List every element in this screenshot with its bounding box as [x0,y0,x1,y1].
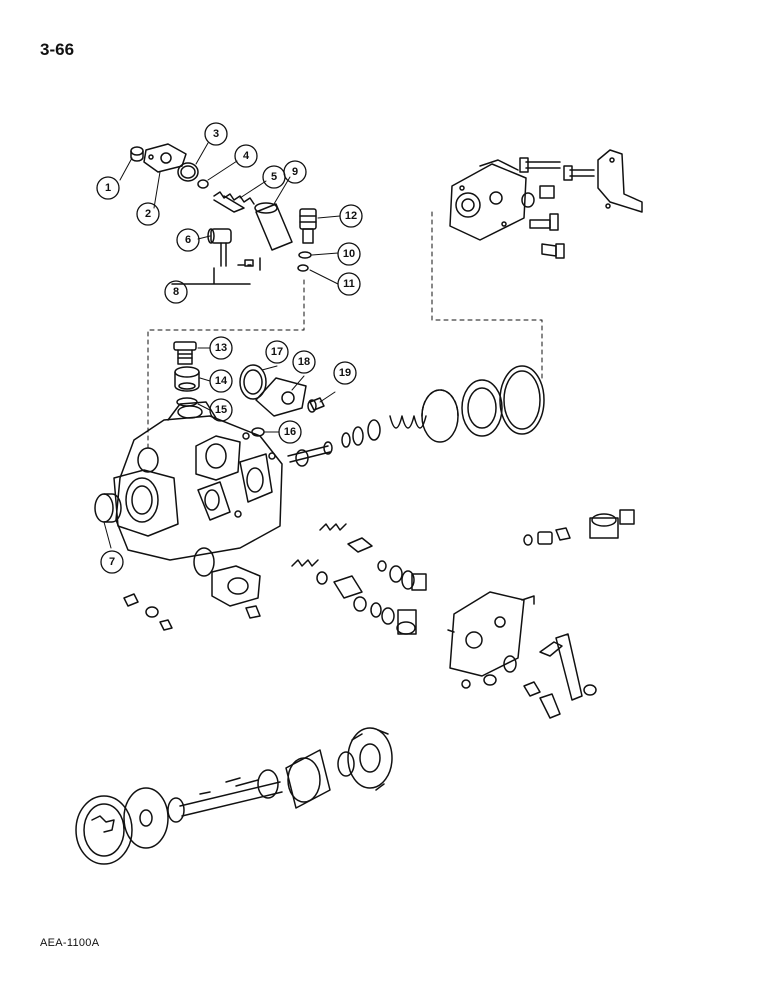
oring-part-10 [298,251,312,259]
fitting-right-3 [541,243,565,259]
callout-1: 1 [105,182,111,194]
pin-part-6 [207,228,254,267]
fitting-part-14 [174,366,200,392]
cover-plate-lower [193,547,261,607]
bolt-upper-right [519,157,595,181]
governor-cover-assembly [449,159,527,241]
callout-19: 19 [339,367,351,379]
callout-13: 13 [215,342,227,354]
callout-15: 15 [215,404,227,416]
callout-10: 10 [343,248,355,260]
washer-part-4 [197,179,209,189]
valve-part-12 [299,208,317,244]
callout-12: 12 [345,210,357,222]
spring-part-5 [213,191,255,213]
callout-7: 7 [109,556,115,568]
sleeve-part-9 [254,202,293,251]
screw-part-19 [307,397,325,413]
bolt-part-1 [130,146,144,162]
callout-17: 17 [271,346,283,358]
plug-part-13 [173,341,197,365]
spring-center-upper [319,523,427,591]
callout-11: 11 [343,278,355,290]
plate-part-18 [255,377,307,417]
page-number: 3-66 [40,40,75,59]
callout-5: 5 [271,171,277,183]
callout-8: 8 [173,286,179,298]
screw-lower-left [123,593,261,631]
callout-16: 16 [284,426,296,438]
callout-3: 3 [213,128,219,140]
bracket-upper-right [597,149,643,213]
callout-6: 6 [185,234,191,246]
oring-part-11 [297,264,309,272]
callout-4: 4 [243,150,250,162]
governor-lever-bracket [447,591,597,719]
spring-center-lower [291,559,417,635]
oring-part-3 [177,162,199,182]
callout-2: 2 [145,208,151,220]
callout-14: 14 [215,375,228,387]
flange-part-2 [143,143,187,173]
bottom-drive-shaft [75,727,393,865]
delivery-valve-right [523,509,635,546]
callout-18: 18 [298,356,310,368]
figure-code: AEA-1100A [40,937,100,949]
pump-housing [113,401,283,561]
fitting-right-1 [521,185,555,208]
drive-shaft-assembly [287,365,545,467]
callout-9: 9 [292,166,298,178]
seal-part-17 [239,364,267,400]
fitting-right-2 [529,213,559,231]
